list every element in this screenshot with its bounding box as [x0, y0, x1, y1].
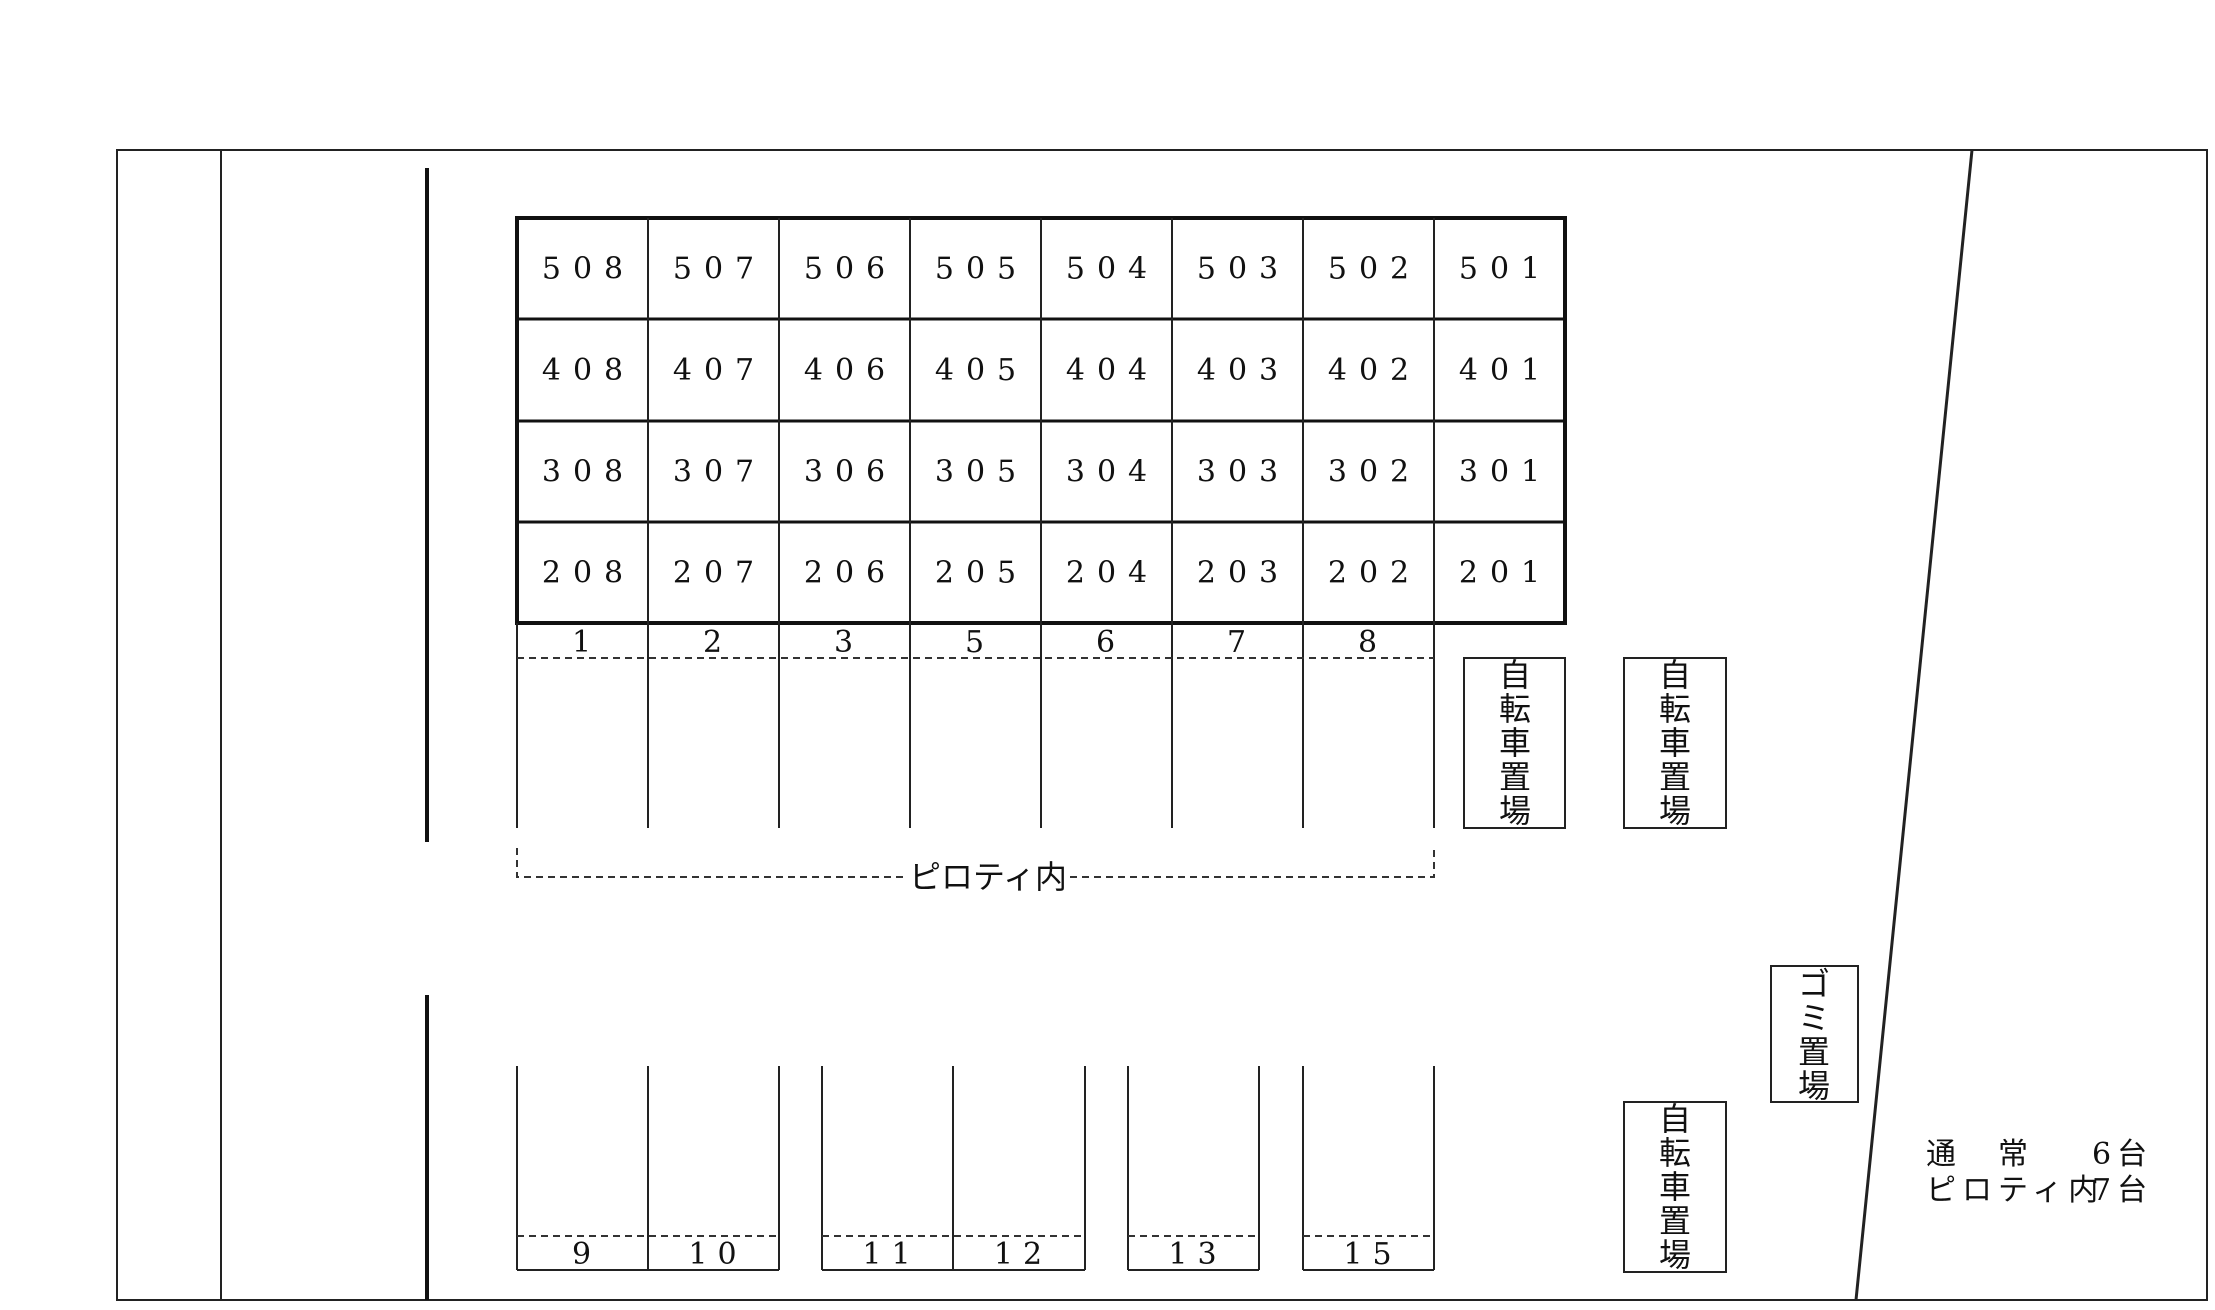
parking-space-number: 9	[572, 1237, 601, 1272]
garbage-char: ゴ	[1798, 965, 1830, 1003]
room-number: 504	[1066, 252, 1159, 287]
bike3-char: 自	[1659, 1100, 1691, 1138]
room-number: 207	[673, 556, 766, 591]
room-number: 507	[673, 252, 766, 287]
bike1-char: 車	[1499, 724, 1531, 762]
garbage-char: 置	[1798, 1033, 1830, 1071]
garbage-char: 場	[1798, 1067, 1830, 1105]
parking-space-number: 8	[1358, 625, 1387, 660]
parking-space-number: 13	[1168, 1237, 1226, 1272]
bike2-char: 置	[1659, 758, 1691, 796]
site-boundary	[116, 149, 2208, 1301]
garbage-area	[1770, 965, 1859, 1103]
parking-space-number: 12	[994, 1237, 1052, 1272]
bike1-char: 自	[1499, 656, 1531, 694]
upper-parking-lines	[516, 623, 1435, 828]
parking-space-number: 2	[703, 625, 732, 660]
room-number: 301	[1459, 455, 1552, 490]
room-number: 208	[542, 556, 635, 591]
room-number: 401	[1459, 353, 1552, 388]
bike2-char: 自	[1659, 656, 1691, 694]
garbage-char: ミ	[1798, 999, 1830, 1037]
parking-space-number: 1	[572, 625, 601, 660]
room-number: 408	[542, 353, 635, 388]
parking-space-number: 15	[1343, 1237, 1401, 1272]
room-number: 202	[1328, 556, 1421, 591]
lower-parking-lines	[516, 1066, 1435, 1271]
room-number: 305	[935, 455, 1028, 490]
bike3-char: 場	[1659, 1236, 1691, 1274]
room-number: 204	[1066, 556, 1159, 591]
room-number: 403	[1197, 353, 1290, 388]
room-number: 308	[542, 455, 635, 490]
room-number: 203	[1197, 556, 1290, 591]
parking-space-number: 5	[965, 625, 994, 660]
parking-space-number: 6	[1096, 625, 1125, 660]
bike2-char: 車	[1659, 724, 1691, 762]
room-number: 508	[542, 252, 635, 287]
bicycle-parking-1	[1463, 657, 1566, 829]
room-number: 404	[1066, 353, 1159, 388]
bike2-char: 転	[1659, 690, 1691, 728]
room-number: 505	[935, 252, 1028, 287]
room-number: 503	[1197, 252, 1290, 287]
bicycle-parking-2	[1623, 657, 1727, 829]
summary-normal-count: 6台	[2092, 1137, 2153, 1172]
room-numbers: 508 507 506 505 504 503 502 501 408 407 406 405 404 4…	[542, 252, 1552, 591]
room-number: 407	[673, 353, 766, 388]
room-number: 302	[1328, 455, 1421, 490]
room-number: 501	[1459, 252, 1552, 287]
summary-normal-label: 通 常	[1926, 1137, 2034, 1172]
room-number: 402	[1328, 353, 1421, 388]
piloti-bracket-left	[516, 848, 906, 878]
bike3-char: 置	[1659, 1202, 1691, 1240]
piloti-label: ピロティ内	[909, 858, 1067, 896]
bike1-char: 場	[1499, 792, 1531, 830]
summary-piloti-label: ピロティ内	[1926, 1173, 2104, 1208]
upper-parking-numbers: 1 2 3 5 6 7 8	[572, 625, 1387, 660]
room-number: 304	[1066, 455, 1159, 490]
parking-space-number: 11	[862, 1237, 920, 1272]
bike1-char: 置	[1499, 758, 1531, 796]
building-grid	[515, 216, 1567, 625]
room-number: 406	[804, 353, 897, 388]
room-number: 201	[1459, 556, 1552, 591]
room-number: 307	[673, 455, 766, 490]
room-number: 306	[804, 455, 897, 490]
parking-space-number: 7	[1227, 625, 1256, 660]
summary-piloti-count: 7台	[2092, 1173, 2153, 1208]
bike3-char: 転	[1659, 1134, 1691, 1172]
bike2-char: 場	[1659, 792, 1691, 830]
room-number: 405	[935, 353, 1028, 388]
lower-parking-numbers: 9 10 11 12 13 15	[572, 1237, 1401, 1272]
piloti-bracket-right	[1070, 848, 1435, 878]
bicycle-parking-3	[1623, 1101, 1727, 1273]
room-number: 502	[1328, 252, 1421, 287]
parking-space-number: 3	[834, 625, 863, 660]
room-number: 303	[1197, 455, 1290, 490]
bike1-char: 転	[1499, 690, 1531, 728]
room-number: 205	[935, 556, 1028, 591]
room-number: 506	[804, 252, 897, 287]
diagonal-boundary	[1854, 149, 1974, 1301]
parking-space-number: 10	[688, 1237, 746, 1272]
bike3-char: 車	[1659, 1168, 1691, 1206]
room-number: 206	[804, 556, 897, 591]
